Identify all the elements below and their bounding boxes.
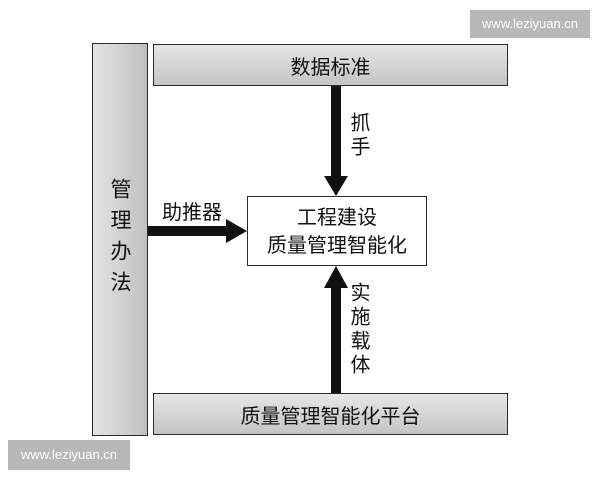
booster-label: 助推器 [162,200,222,224]
center-goal-line1: 工程建设 [297,205,377,229]
arrow-right-icon [148,219,247,243]
grab-label: 抓手 [347,112,371,160]
arrow-down-icon [324,86,348,196]
watermark-bottom: www.leziyuan.cn [8,440,130,470]
management-method-label: 管理办法 [108,177,132,302]
carrier-label: 实施载体 [347,282,371,378]
data-standard-bar: 数据标准 [153,44,508,86]
quality-platform-bar: 质量管理智能化平台 [153,393,508,435]
data-standard-label: 数据标准 [290,54,371,79]
arrow-up-icon [324,266,348,393]
quality-platform-label: 质量管理智能化平台 [240,403,421,428]
center-goal-box: 工程建设 质量管理智能化 [247,196,427,266]
management-method-bar: 管理办法 [92,43,148,436]
watermark-top: www.leziyuan.cn [470,10,590,38]
center-goal-line2: 质量管理智能化 [267,233,407,257]
